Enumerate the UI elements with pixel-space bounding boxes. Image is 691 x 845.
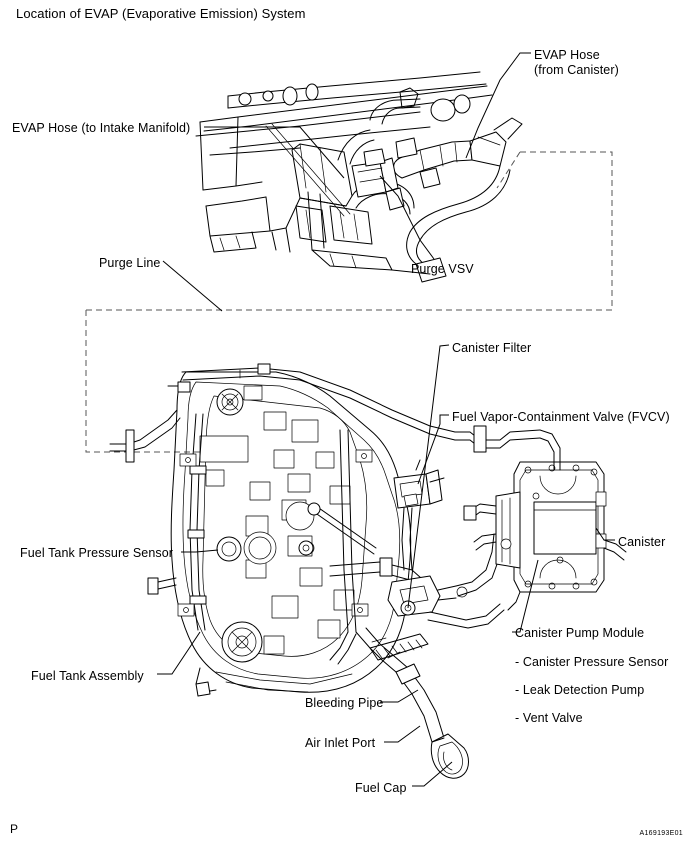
dashed-boundary-upper <box>86 151 613 311</box>
page-title: Location of EVAP (Evaporative Emission) … <box>16 6 306 21</box>
canister-pump-module-artwork <box>463 461 627 611</box>
label-evap-hose-from-canister-line1: EVAP Hose <box>534 48 600 62</box>
label-canister-pump-module: Canister Pump Module <box>515 626 645 640</box>
label-evap-hose-from-canister-line2: (from Canister) <box>534 63 619 77</box>
label-fuel-cap: Fuel Cap <box>355 781 407 795</box>
label-fuel-vapor-containment-valve: Fuel Vapor-Containment Valve (FVCV) <box>452 410 670 424</box>
leader-lines <box>157 52 615 787</box>
label-fuel-tank-pressure-sensor: Fuel Tank Pressure Sensor <box>20 546 174 560</box>
label-purge-vsv: Purge VSV <box>411 262 474 276</box>
footer-page-marker: P <box>10 822 19 836</box>
label-evap-hose-to-intake-manifold: EVAP Hose (to Intake Manifold) <box>12 121 191 135</box>
label-canister-pressure-sensor: - Canister Pressure Sensor <box>515 655 669 669</box>
engine-bay-artwork <box>195 71 523 283</box>
label-leak-detection-pump: - Leak Detection Pump <box>515 683 645 697</box>
label-air-inlet-port: Air Inlet Port <box>305 736 376 750</box>
label-vent-valve: - Vent Valve <box>515 711 583 725</box>
label-evap-hose-from-canister: EVAP Hose (from Canister) <box>534 48 619 78</box>
dashed-boundary-lower <box>85 310 205 453</box>
fuel-tank-assembly-artwork <box>109 363 561 779</box>
figure-code: A169193E01 <box>639 830 683 837</box>
label-canister-filter: Canister Filter <box>452 341 532 355</box>
label-fuel-tank-assembly: Fuel Tank Assembly <box>31 669 144 683</box>
label-bleeding-pipe: Bleeding Pipe <box>305 696 384 710</box>
label-canister: Canister <box>618 535 666 549</box>
label-purge-line: Purge Line <box>99 256 161 270</box>
